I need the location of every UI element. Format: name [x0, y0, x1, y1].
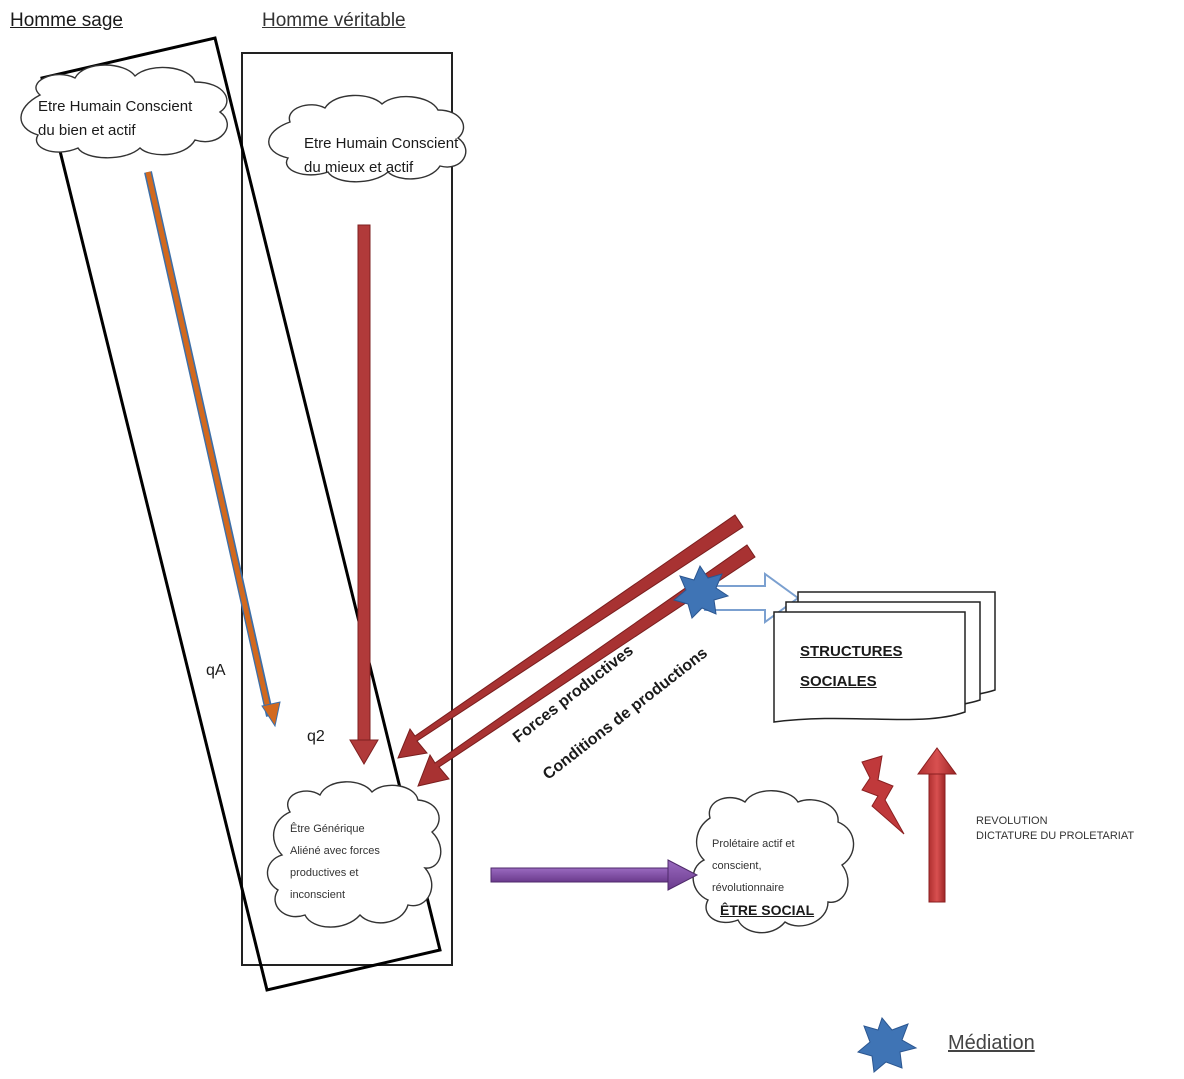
etre-social-label: ÊTRE SOCIAL: [720, 902, 815, 918]
cloud-generique-line-2: Aliéné avec forces: [290, 845, 380, 857]
revolution-arrowhead: [917, 747, 957, 775]
lightning-bolt-icon: [861, 755, 905, 835]
structures-line-2: SOCIALES: [800, 673, 877, 690]
cloud-veritable: [268, 94, 467, 183]
qa-arrowhead: [261, 701, 281, 728]
cloud-generique: [266, 781, 442, 928]
qa-arrow-fill: [145, 171, 271, 709]
revolution-arrow-shaft: [928, 771, 946, 903]
revolution-line-2: DICTATURE DU PROLETARIAT: [976, 830, 1135, 842]
homme-veritable-frame: [241, 52, 453, 966]
cloud-proletaire-line-1: Prolétaire actif et: [712, 838, 795, 850]
cloud-proletaire: [692, 790, 855, 934]
cloud-proletaire-line-2: conscient,: [712, 860, 762, 872]
revolution-label: REVOLUTION DICTATURE DU PROLETARIAT: [976, 814, 1134, 844]
cloud-generique-line-3: productives et: [290, 867, 359, 879]
cloud-sage: [20, 64, 228, 159]
cloud-veritable-line-1: Etre Humain Conscient: [304, 135, 459, 152]
structures-sociales-label: STRUCTURES SOCIALES: [800, 637, 903, 697]
cloud-generique-text: Être Générique Aliéné avec forces produc…: [290, 818, 380, 906]
revolution-line-1: REVOLUTION: [976, 815, 1048, 827]
cloud-generique-line-1: Être Générique: [290, 823, 365, 835]
homme-sage-title: Homme sage: [10, 10, 123, 31]
mediation-legend-label: Médiation: [948, 1032, 1035, 1054]
cloud-generique-line-4: inconscient: [290, 889, 346, 901]
qa-label: qA: [206, 662, 226, 679]
mediation-legend-star-icon: [856, 1016, 918, 1073]
cloud-proletaire-line-3: révolutionnaire: [712, 882, 785, 894]
homme-sage-frame: [40, 36, 442, 992]
cloud-sage-text: Etre Humain Conscient du bien et actif: [38, 95, 192, 143]
cloud-sage-line-1: Etre Humain Conscient: [38, 98, 193, 115]
cloud-sage-line-2: du bien et actif: [38, 122, 136, 139]
q2-label: q2: [307, 728, 325, 745]
mediation-star-icon: [672, 564, 730, 619]
cloud-proletaire-text: Prolétaire actif et conscient, révolutio…: [712, 833, 795, 899]
cloud-veritable-line-2: du mieux et actif: [304, 159, 414, 176]
structures-line-1: STRUCTURES: [800, 643, 903, 660]
homme-veritable-title: Homme véritable: [262, 10, 406, 31]
purple-arrowhead: [667, 859, 699, 891]
forces-arrow: [397, 514, 744, 759]
q2-arrow-shaft: [357, 224, 371, 744]
cloud-veritable-text: Etre Humain Conscient du mieux et actif: [304, 132, 458, 180]
q2-arrowhead: [349, 739, 379, 765]
structures-sociales-docs: [773, 591, 996, 723]
purple-arrow-shaft: [490, 867, 672, 883]
